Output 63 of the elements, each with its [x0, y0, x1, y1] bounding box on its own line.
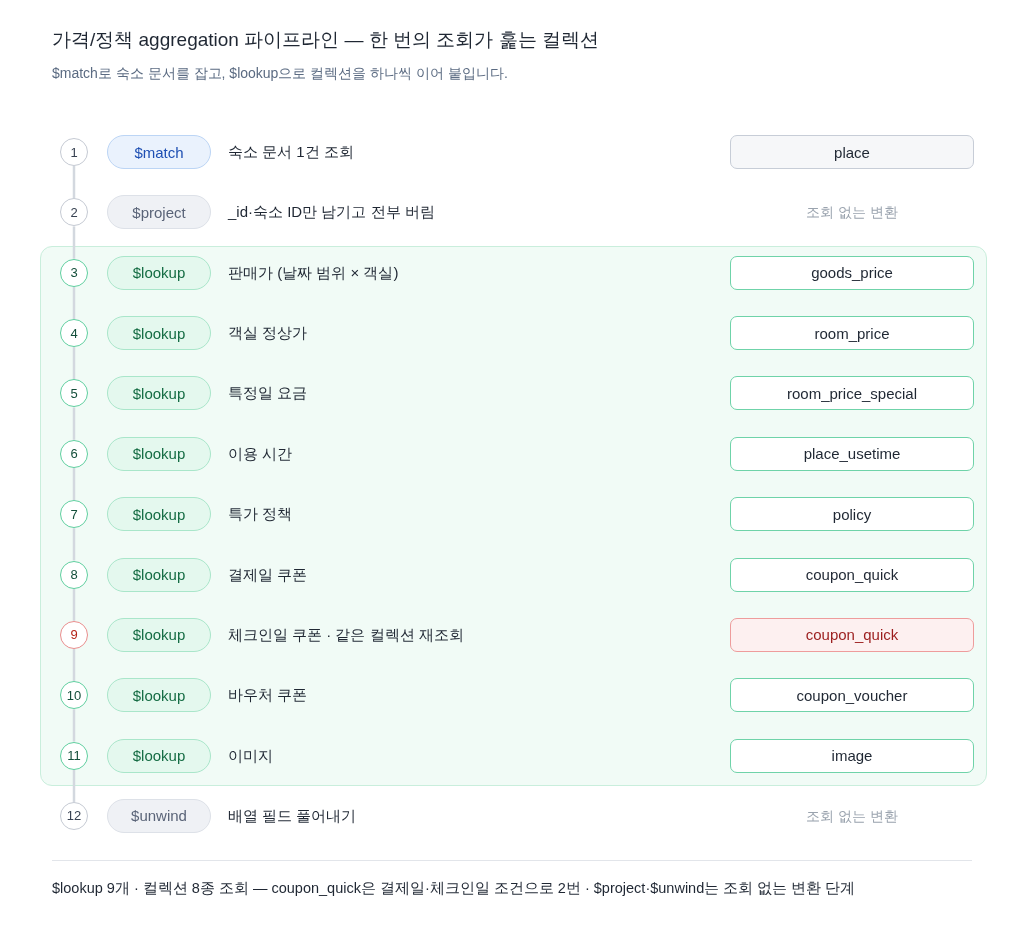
step-description: 특정일 요금	[228, 383, 308, 404]
stage-tag: $lookup	[107, 497, 211, 532]
timeline-connector	[72, 467, 76, 501]
collection-box: image	[730, 738, 974, 773]
timeline-connector	[72, 769, 76, 802]
step-number-badge: 7	[60, 500, 88, 529]
step-number-badge: 5	[60, 379, 88, 408]
stage-tag: $match	[107, 135, 211, 169]
step-description: _id·숙소 ID만 남기고 전부 버림	[228, 202, 435, 223]
stage-tag: $lookup	[107, 678, 211, 713]
collection-box: goods_price	[730, 255, 974, 290]
timeline-connector	[72, 166, 76, 199]
lookup-group-panel	[40, 246, 987, 786]
step-description: 특가 정책	[228, 504, 293, 525]
stage-tag: $lookup	[107, 617, 211, 652]
stage-tag: $project	[107, 195, 211, 230]
collection-box: coupon_voucher	[730, 678, 974, 713]
subtitle: $match로 숙소 문서를 잡고, $lookup으로 컬렉션을 하나씩 이어 붙입니다.	[52, 64, 509, 83]
collection-box: place	[730, 135, 974, 169]
stage-tag: $lookup	[107, 255, 211, 290]
timeline-connector	[72, 648, 76, 682]
step-description: 이용 시간	[228, 443, 293, 464]
collection-box: place_usetime	[730, 436, 974, 471]
step-number-badge: 1	[60, 138, 88, 166]
stage-tag: $lookup	[107, 316, 211, 351]
step-description: 숙소 문서 1건 조회	[228, 142, 354, 162]
stage-tag: $lookup	[107, 376, 211, 411]
timeline-connector	[72, 709, 76, 742]
step-number-badge: 9	[60, 620, 88, 649]
step-number-badge: 4	[60, 319, 88, 348]
step-description: 체크인일 쿠폰 · 같은 컬렉션 재조회	[228, 624, 464, 645]
stage-tag: $lookup	[107, 436, 211, 471]
step-number-badge: 6	[60, 439, 88, 468]
step-description: 판매가 (날짜 범위 × 객실)	[228, 262, 399, 283]
step-description: 결제일 쿠폰	[228, 564, 308, 585]
timeline-connector	[72, 347, 76, 380]
collection-box: room_price	[730, 316, 974, 351]
step-description: 이미지	[228, 745, 273, 766]
step-number-badge: 2	[60, 198, 88, 227]
footer-caption: $lookup 9개 · 컬렉션 8종 조회 — coupon_quick은 결제일·체크인일 조건으로 2번 · $project·$unwind는 조회 없는 변환 단계	[52, 879, 856, 898]
timeline-connector	[72, 528, 76, 561]
stage-tag: $lookup	[107, 557, 211, 592]
diagram-title: 가격/정책 aggregation 파이프라인 — 한 번의 조회가 훑는 컬렉션	[52, 28, 599, 52]
step-description: 객실 정상가	[228, 323, 308, 344]
collection-box: coupon_quick	[730, 617, 974, 652]
step-number-badge: 8	[60, 560, 88, 589]
step-description: 배열 필드 풀어내기	[228, 805, 357, 826]
collection-box: policy	[730, 497, 974, 532]
note-text: 조회 없는 변환	[805, 806, 899, 826]
stage-tag: $lookup	[107, 738, 211, 773]
timeline-connector	[72, 588, 76, 621]
step-number-badge: 12	[60, 801, 88, 830]
step-number-badge: 3	[60, 258, 88, 287]
note-text: 조회 없는 변환	[805, 203, 899, 223]
collection-box: coupon_quick	[730, 557, 974, 592]
step-number-badge: 11	[60, 741, 88, 770]
stage-tag: $unwind	[107, 798, 211, 833]
step-description: 바우처 쿠폰	[228, 685, 308, 706]
collection-box: room_price_special	[730, 376, 974, 411]
timeline-connector	[72, 407, 76, 440]
timeline-connector	[72, 226, 76, 259]
timeline-connector	[72, 286, 76, 320]
step-number-badge: 10	[60, 681, 88, 710]
